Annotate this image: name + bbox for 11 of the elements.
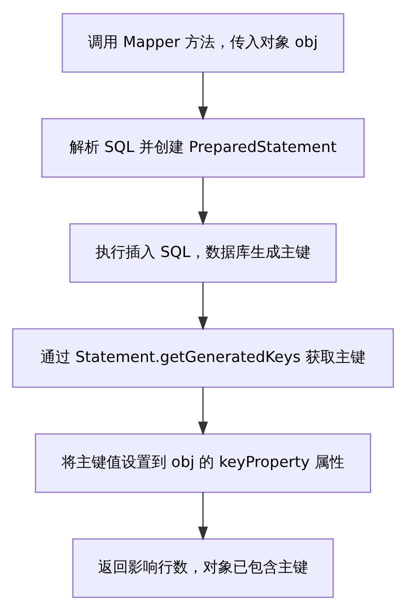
node-box: 返回影响行数，对象已包含主键 bbox=[72, 538, 334, 598]
arrow bbox=[198, 177, 208, 226]
node-box: 解析 SQL 并创建 PreparedStatement bbox=[41, 118, 365, 178]
node-box: 执行插入 SQL，数据库生成主键 bbox=[69, 223, 337, 283]
node-box: 调用 Mapper 方法，传入对象 obj bbox=[62, 13, 344, 73]
arrow bbox=[198, 492, 208, 541]
arrow bbox=[198, 282, 208, 331]
node-box: 将主键值设置到 obj 的 keyProperty 属性 bbox=[34, 433, 372, 493]
node-box: 通过 Statement.getGeneratedKeys 获取主键 bbox=[12, 328, 394, 388]
arrow bbox=[198, 72, 208, 120]
arrow bbox=[198, 387, 208, 436]
